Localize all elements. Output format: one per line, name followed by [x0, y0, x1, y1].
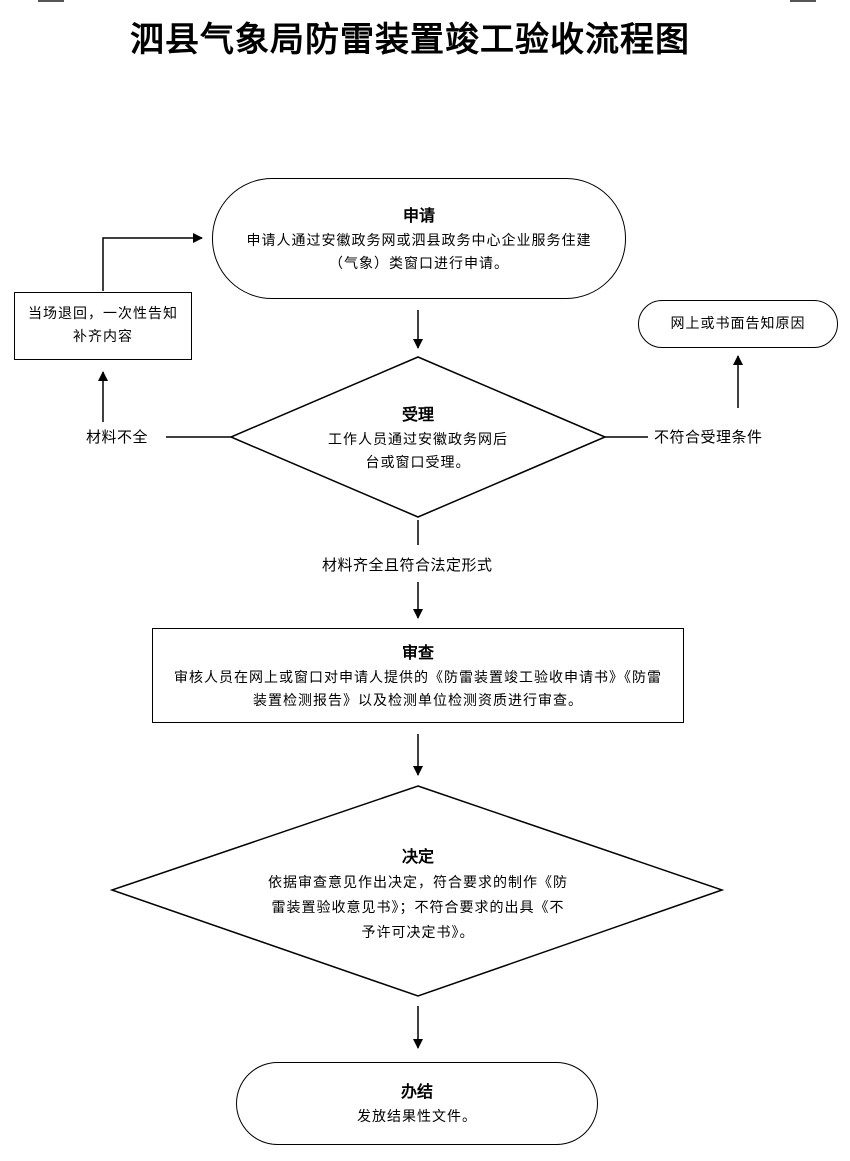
top-rule-left: [38, 0, 64, 2]
notify-box: 网上或书面告知原因: [638, 300, 838, 348]
apply-node: 申请 申请人通过安徽政务网或泗县政务中心企业服务住建（气象）类窗口进行申请。: [212, 178, 626, 299]
apply-text: 申请人通过安徽政务网或泗县政务中心企业服务住建（气象）类窗口进行申请。: [246, 232, 592, 272]
review-heading: 审查: [401, 642, 434, 662]
finish-text: 发放结果性文件。: [357, 1109, 477, 1125]
arrow-return-to-apply: [102, 233, 203, 291]
decide-node: 决定 依据审查意见作出决定，符合要求的制作《防雷装置验收意见书》；不符合要求的出…: [258, 842, 578, 946]
accept-node: 受理 工作人员通过安徽政务网后台或窗口受理。: [318, 397, 518, 479]
finish-heading: 办结: [400, 1082, 433, 1101]
page-title: 泗县气象局防雷装置竣工验收流程图: [130, 20, 690, 60]
review-node: 审查 审核人员在网上或窗口对申请人提供的《防雷装置竣工验收申请书》《防雷装置检测…: [152, 628, 684, 723]
accept-text: 工作人员通过安徽政务网后台或窗口受理。: [328, 432, 508, 471]
accept-diamond: [229, 356, 607, 518]
label-not-meet: 不符合受理条件: [654, 428, 763, 446]
top-rule-right: [790, 0, 816, 2]
finish-node: 办结 发放结果性文件。: [236, 1062, 598, 1145]
notify-text: 网上或书面告知原因: [670, 315, 806, 332]
accept-heading: 受理: [401, 405, 434, 424]
return-text: 当场退回，一次性告知补齐内容: [28, 306, 178, 345]
apply-heading: 申请: [402, 205, 435, 225]
decide-diamond: [109, 785, 725, 997]
label-complete: 材料齐全且符合法定形式: [322, 556, 493, 574]
label-incomplete: 材料不全: [86, 428, 149, 446]
decide-text: 依据审查意见作出决定，符合要求的制作《防雷装置验收意见书》；不符合要求的出具《不…: [268, 874, 568, 941]
review-text: 审核人员在网上或窗口对申请人提供的《防雷装置竣工验收申请书》《防雷装置检测报告》…: [174, 669, 662, 709]
decide-heading: 决定: [401, 846, 434, 866]
return-box: 当场退回，一次性告知补齐内容: [14, 292, 192, 360]
